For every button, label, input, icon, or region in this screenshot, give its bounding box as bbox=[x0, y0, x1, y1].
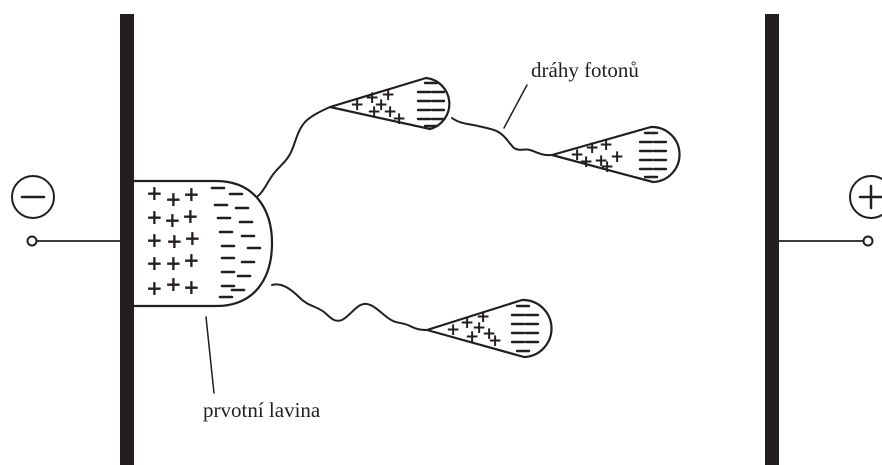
svg-text:+: + bbox=[184, 226, 201, 250]
photon-paths bbox=[258, 107, 552, 330]
svg-text:+: + bbox=[350, 95, 364, 115]
svg-text:+: + bbox=[165, 272, 182, 296]
svg-text:+: + bbox=[146, 251, 163, 275]
secondary-avalanche-top-positive-charges: +++ +++ + bbox=[350, 85, 406, 129]
photon-paths-label: dráhy fotonů bbox=[531, 58, 639, 82]
primary-avalanche-label: prvotní lavina bbox=[203, 398, 321, 422]
svg-text:+: + bbox=[183, 182, 200, 206]
svg-text:+: + bbox=[146, 181, 163, 205]
photon-path-lower bbox=[272, 284, 427, 330]
svg-text:+: + bbox=[146, 205, 163, 229]
secondary-avalanche-right-negative-charges bbox=[640, 133, 666, 177]
primary-avalanche: +++ +++ +++ +++ +++ bbox=[134, 181, 272, 306]
svg-text:+: + bbox=[166, 229, 183, 253]
cathode-symbol: − bbox=[33, 201, 34, 203]
primary-avalanche-leader bbox=[206, 317, 214, 393]
anode-terminal: + bbox=[779, 176, 882, 246]
primary-avalanche-positive-charges: +++ +++ +++ +++ +++ bbox=[146, 181, 201, 300]
svg-text:+: + bbox=[374, 95, 388, 115]
anode-connector bbox=[864, 237, 873, 246]
secondary-avalanche-bottom: +++ +++ + bbox=[427, 300, 552, 357]
secondary-avalanche-right-positive-charges: +++ +++ + bbox=[570, 135, 624, 177]
svg-text:+: + bbox=[600, 157, 614, 177]
secondary-avalanche-right: +++ +++ + bbox=[552, 127, 680, 182]
cathode-terminal: − bbox=[12, 176, 120, 246]
secondary-avalanche-bottom-positive-charges: +++ +++ + bbox=[446, 307, 502, 351]
secondary-avalanche-bottom-negative-charges bbox=[512, 306, 538, 351]
svg-text:+: + bbox=[488, 331, 502, 351]
cathode-connector bbox=[28, 237, 37, 246]
photon-path-upper bbox=[258, 107, 330, 196]
svg-text:+: + bbox=[472, 318, 486, 338]
svg-text:+: + bbox=[579, 152, 593, 172]
svg-text:+: + bbox=[183, 248, 200, 272]
svg-text:+: + bbox=[146, 276, 163, 300]
secondary-avalanche-top: +++ +++ + bbox=[330, 78, 449, 129]
secondary-avalanche-top-negative-charges bbox=[418, 83, 444, 126]
svg-text:+: + bbox=[392, 109, 406, 129]
svg-text:+: + bbox=[446, 320, 460, 340]
svg-text:+: + bbox=[183, 275, 200, 299]
cathode-plate bbox=[120, 14, 134, 465]
svg-text:+: + bbox=[146, 228, 163, 252]
photon-path-right bbox=[452, 118, 552, 155]
primary-avalanche-negative-charges bbox=[212, 188, 260, 297]
photon-paths-leader bbox=[504, 85, 527, 128]
anode-plate bbox=[765, 14, 779, 465]
svg-text:+: + bbox=[182, 204, 199, 228]
